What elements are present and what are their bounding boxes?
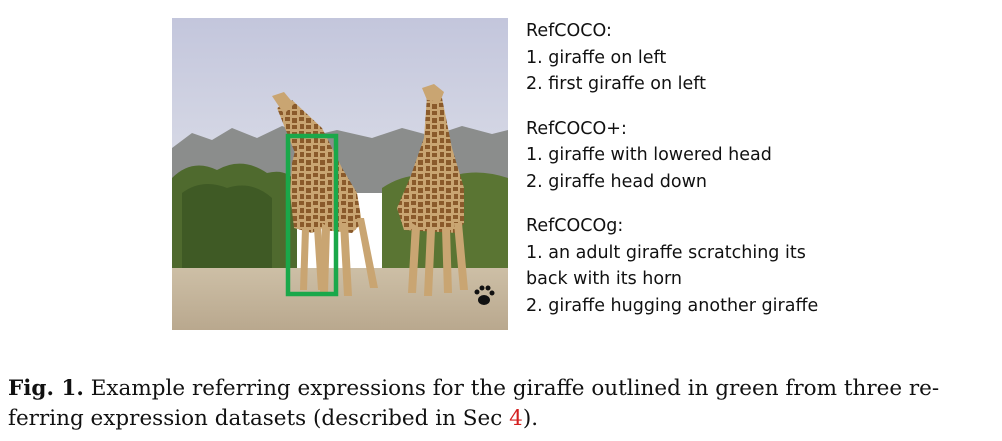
caption-line-1: Fig. 1. Example referring expressions fo… [8, 374, 998, 404]
dataset-refcoco: RefCOCO: 1. giraffe on left 2. first gir… [526, 18, 906, 98]
ground [172, 268, 508, 330]
expression: 2. giraffe hugging another giraffe [526, 295, 819, 316]
dataset-name: RefCOCO+: [526, 118, 627, 139]
paw-watermark [474, 285, 495, 305]
expression: 1. giraffe with lowered head [526, 145, 772, 165]
expression: 2. first giraffe on left [526, 74, 706, 94]
target-outline [285, 133, 339, 297]
expression: 1. an adult giraffe scratching its [526, 242, 806, 263]
dataset-name: RefCOCO: [526, 21, 612, 41]
caption-text: Example referring expressions for the gi… [90, 376, 940, 401]
giraffe-photo [172, 18, 508, 330]
giraffe-right [397, 84, 468, 296]
section-reference-link[interactable]: 4 [509, 406, 523, 431]
caption-text: ferring expression datasets (described i… [8, 406, 510, 431]
expression: 1. giraffe on left [526, 47, 667, 68]
expressions-panel: RefCOCO: 1. giraffe on left 2. first gir… [526, 18, 906, 319]
caption-line-2: ferring expression datasets (described i… [8, 404, 998, 434]
caption-label: Fig. 1. [8, 376, 84, 401]
dataset-refcocog: RefCOCOg: 1. an adult giraffe scratching… [526, 213, 906, 319]
dataset-refcoco-plus: RefCOCO+: 1. giraffe with lowered head 2… [526, 116, 906, 196]
expression: back with its horn [526, 269, 683, 289]
giraffe-left [290, 138, 325, 290]
caption-text: ). [522, 406, 539, 431]
dataset-name: RefCOCOg: [526, 216, 624, 236]
expression: 2. giraffe head down [526, 171, 708, 192]
figure-caption: Fig. 1. Example referring expressions fo… [8, 374, 998, 434]
